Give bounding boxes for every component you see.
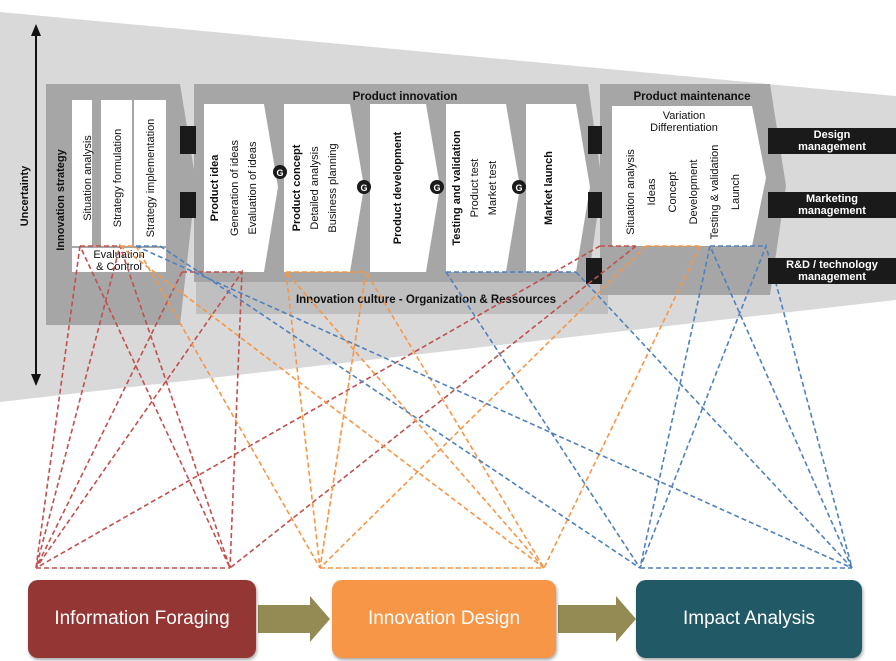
phase-label: Innovation Design (367, 608, 521, 629)
stage-line: Market test (487, 161, 499, 215)
innovation-strategy-title: Innovation strategy (55, 148, 67, 250)
uncertainty-axis (31, 24, 41, 386)
gate-letter: G (433, 183, 440, 193)
innovation-culture-label: Innovation culture - Organization & Ress… (296, 294, 556, 306)
product-maintenance-title: Product maintenance (634, 91, 751, 103)
information-foraging-box: Information Foraging (28, 580, 256, 658)
evaluation-label: Evaluation (93, 249, 144, 261)
strategy-step-label: Strategy formulation (112, 129, 124, 227)
management-label: management (798, 205, 866, 217)
management-bar (586, 258, 602, 284)
stage-title: Product development (392, 131, 404, 244)
maintenance-step: Development (688, 160, 700, 225)
maintenance-step: Launch (730, 174, 742, 210)
management-bar (180, 126, 196, 154)
stage-line: Generation of ideas (229, 139, 241, 236)
management-bar (180, 192, 196, 218)
maintenance-header-line: Variation (663, 110, 706, 122)
maintenance-header-line: Differentiation (650, 122, 718, 134)
strategy-step-box (134, 100, 166, 246)
red-bracket (80, 245, 636, 273)
management-label: management (798, 141, 866, 153)
stage-chevron (526, 104, 590, 272)
gate-letter: G (360, 183, 367, 193)
blue-connector (135, 243, 853, 569)
gate-letter: G (276, 168, 283, 178)
strategy-step-label: Strategy implementation (145, 119, 157, 238)
stage-chevron (370, 104, 440, 272)
stage-line: Business planning (327, 143, 339, 232)
maintenance-step: Ideas (646, 178, 658, 205)
strategy-step-label: Situation analysis (82, 135, 94, 221)
management-bar (588, 126, 602, 154)
gate-letter: G (515, 183, 522, 193)
stage-title: Testing and validation (451, 130, 463, 246)
gate-icon: G (512, 180, 526, 194)
phase-label: Impact Analysis (683, 608, 815, 629)
stage-line: Detailed analysis (309, 146, 321, 230)
product-innovation-title: Product innovation (353, 91, 458, 103)
maintenance-step: Concept (667, 172, 679, 213)
management-label: management (798, 271, 866, 283)
maintenance-chevron (612, 106, 766, 246)
management-label: Design (813, 129, 851, 141)
stage-title: Market launch (543, 151, 555, 225)
stage-line: Evaluation of ideas (247, 141, 259, 234)
maintenance-step: Situation analysis (625, 149, 637, 235)
stage-title: Product concept (291, 144, 303, 231)
gate-icon: G (357, 180, 371, 194)
arrow-right-icon (258, 596, 330, 642)
management-label: Marketing (806, 193, 858, 205)
stage-chevron (204, 104, 278, 272)
stage-line: Product test (469, 159, 481, 218)
blue-bracket (136, 245, 766, 273)
strategy-step-box (101, 100, 132, 246)
connector-lines (35, 243, 853, 569)
stage-chevron (446, 104, 520, 272)
arrow-right-icon (558, 596, 636, 642)
management-label: R&D / technology (786, 259, 878, 271)
impact-analysis-box: Impact Analysis (636, 580, 862, 658)
innovation-design-box: Innovation Design (332, 580, 556, 658)
orange-connector (119, 245, 701, 569)
management-bar (588, 192, 602, 218)
stage-chevron (284, 104, 364, 272)
culture-band (196, 282, 608, 314)
strategy-step-box (72, 100, 92, 246)
orange-bracket (120, 245, 700, 273)
gate-icon: G (273, 165, 287, 179)
gate-icon: G (430, 180, 444, 194)
maintenance-step: Testing & validation (709, 145, 721, 240)
evaluation-label: & Control (96, 261, 142, 273)
stage-title: Product idea (209, 154, 221, 222)
uncertainty-label: Uncertainty (19, 165, 31, 226)
phase-label: Information Foraging (54, 608, 230, 629)
